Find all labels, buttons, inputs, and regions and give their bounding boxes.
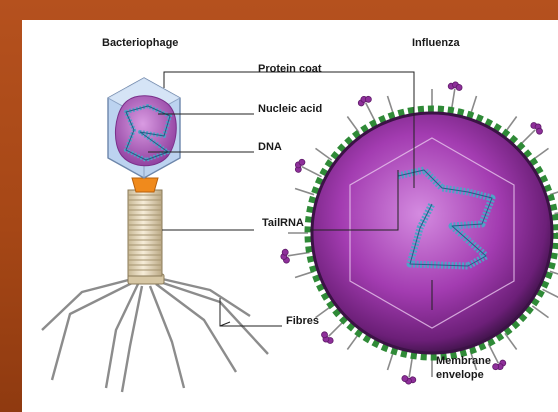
membrane-label-line2: envelope [436,369,484,381]
influenza-virion [280,81,558,385]
fibres-label: Fibres [286,315,319,327]
bacteriophage [42,78,268,392]
tail-sheath [128,190,162,276]
rna-label: RNA [280,217,304,229]
nucleic-acid-label: Nucleic acid [258,103,322,115]
dna-label: DNA [258,141,282,153]
protein-coat-label: Protein coat [258,63,322,75]
influenza-title: Influenza [412,37,461,49]
virus-diagram: Bacteriophage Influenza [22,20,558,412]
bacteriophage-title: Bacteriophage [102,37,178,49]
tail-label: Tail [262,217,280,229]
fibres-leader-tick [220,322,230,326]
membrane-envelope [312,113,552,353]
tail-fibres [42,278,268,392]
diagram-panel: Bacteriophage Influenza [22,20,558,412]
membrane-label-line1: Membrane [436,355,491,367]
tail-collar [132,178,158,192]
